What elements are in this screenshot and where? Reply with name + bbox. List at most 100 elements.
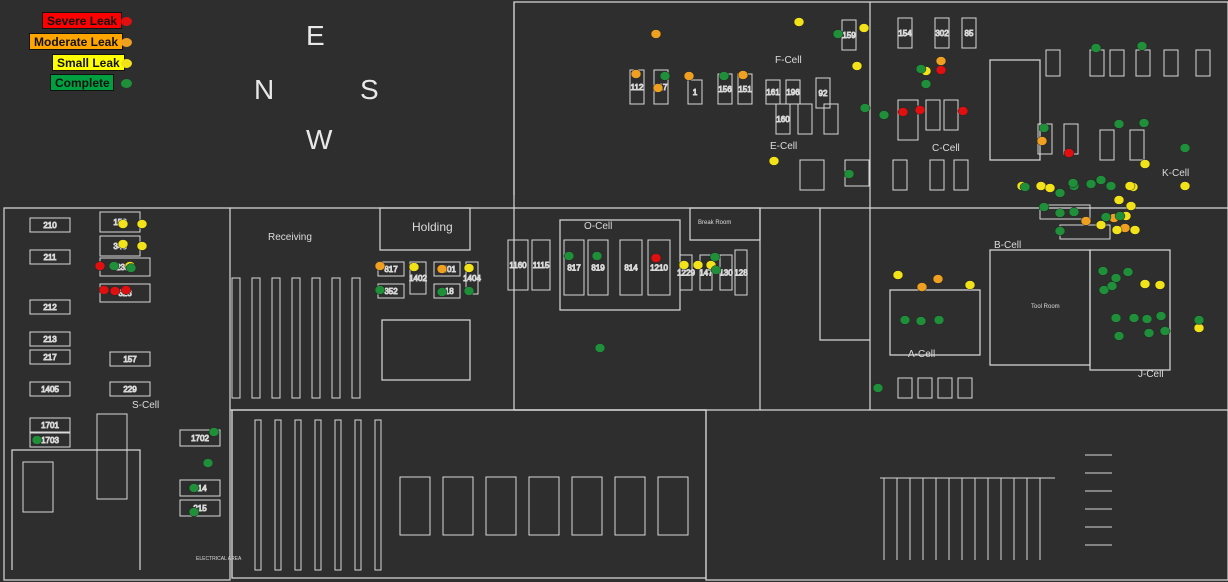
complete-leak-marker[interactable] bbox=[859, 103, 871, 113]
complete-leak-marker[interactable] bbox=[1054, 208, 1066, 218]
complete-leak-marker[interactable] bbox=[463, 286, 475, 296]
small-leak-marker[interactable] bbox=[678, 260, 690, 270]
complete-leak-marker[interactable] bbox=[718, 71, 730, 81]
small-leak-marker[interactable] bbox=[964, 280, 976, 290]
complete-leak-marker[interactable] bbox=[591, 251, 603, 261]
small-leak-marker[interactable] bbox=[892, 270, 904, 280]
complete-leak-marker[interactable] bbox=[1105, 181, 1117, 191]
complete-leak-marker[interactable] bbox=[1038, 123, 1050, 133]
complete-leak-marker[interactable] bbox=[1113, 119, 1125, 129]
complete-leak-marker[interactable] bbox=[1113, 331, 1125, 341]
complete-leak-marker[interactable] bbox=[1179, 143, 1191, 153]
complete-leak-marker[interactable] bbox=[436, 287, 448, 297]
small-leak-marker[interactable] bbox=[117, 239, 129, 249]
severe-leak-marker[interactable] bbox=[650, 253, 662, 263]
small-leak-marker[interactable] bbox=[1154, 280, 1166, 290]
moderate-leak-marker[interactable] bbox=[1036, 136, 1048, 146]
small-leak-marker[interactable] bbox=[463, 263, 475, 273]
small-leak-marker[interactable] bbox=[1113, 195, 1125, 205]
complete-leak-marker[interactable] bbox=[710, 265, 722, 275]
complete-leak-marker[interactable] bbox=[1100, 212, 1112, 222]
complete-leak-marker[interactable] bbox=[709, 252, 721, 262]
severe-leak-marker[interactable] bbox=[1063, 148, 1075, 158]
small-leak-marker[interactable] bbox=[1035, 181, 1047, 191]
severe-leak-marker[interactable] bbox=[957, 106, 969, 116]
complete-leak-marker[interactable] bbox=[1143, 328, 1155, 338]
complete-leak-marker[interactable] bbox=[920, 79, 932, 89]
complete-leak-marker[interactable] bbox=[1090, 43, 1102, 53]
complete-leak-marker[interactable] bbox=[188, 507, 200, 517]
small-leak-marker[interactable] bbox=[1193, 323, 1205, 333]
complete-leak-marker[interactable] bbox=[933, 315, 945, 325]
moderate-leak-marker[interactable] bbox=[1080, 216, 1092, 226]
complete-leak-marker[interactable] bbox=[899, 315, 911, 325]
complete-leak-marker[interactable] bbox=[843, 169, 855, 179]
small-leak-marker[interactable] bbox=[1179, 181, 1191, 191]
complete-leak-marker[interactable] bbox=[1054, 226, 1066, 236]
complete-leak-marker[interactable] bbox=[1095, 175, 1107, 185]
small-leak-marker[interactable] bbox=[1095, 220, 1107, 230]
complete-leak-marker[interactable] bbox=[915, 316, 927, 326]
complete-leak-marker[interactable] bbox=[1054, 188, 1066, 198]
complete-leak-marker[interactable] bbox=[108, 261, 120, 271]
complete-leak-marker[interactable] bbox=[1106, 281, 1118, 291]
complete-leak-marker[interactable] bbox=[878, 110, 890, 120]
severe-leak-marker[interactable] bbox=[94, 261, 106, 271]
small-leak-marker[interactable] bbox=[1124, 181, 1136, 191]
complete-leak-marker[interactable] bbox=[31, 435, 43, 445]
complete-leak-marker[interactable] bbox=[832, 29, 844, 39]
complete-leak-marker[interactable] bbox=[1098, 285, 1110, 295]
complete-leak-marker[interactable] bbox=[1138, 118, 1150, 128]
severe-leak-marker[interactable] bbox=[935, 65, 947, 75]
severe-leak-marker[interactable] bbox=[120, 285, 132, 295]
small-leak-marker[interactable] bbox=[1129, 225, 1141, 235]
severe-leak-marker[interactable] bbox=[897, 107, 909, 117]
moderate-leak-marker[interactable] bbox=[652, 83, 664, 93]
small-leak-marker[interactable] bbox=[1139, 279, 1151, 289]
complete-leak-marker[interactable] bbox=[915, 64, 927, 74]
small-leak-marker[interactable] bbox=[858, 23, 870, 33]
complete-leak-marker[interactable] bbox=[1128, 313, 1140, 323]
complete-leak-marker[interactable] bbox=[208, 427, 220, 437]
small-leak-marker[interactable] bbox=[136, 219, 148, 229]
moderate-leak-marker[interactable] bbox=[374, 261, 386, 271]
small-leak-marker[interactable] bbox=[1044, 183, 1056, 193]
small-leak-marker[interactable] bbox=[1111, 225, 1123, 235]
moderate-leak-marker[interactable] bbox=[630, 69, 642, 79]
moderate-leak-marker[interactable] bbox=[436, 264, 448, 274]
complete-leak-marker[interactable] bbox=[1085, 179, 1097, 189]
small-leak-marker[interactable] bbox=[851, 61, 863, 71]
complete-leak-marker[interactable] bbox=[1110, 313, 1122, 323]
complete-leak-marker[interactable] bbox=[1193, 315, 1205, 325]
complete-leak-marker[interactable] bbox=[872, 383, 884, 393]
complete-leak-marker[interactable] bbox=[1155, 311, 1167, 321]
complete-leak-marker[interactable] bbox=[1114, 211, 1126, 221]
small-leak-marker[interactable] bbox=[793, 17, 805, 27]
complete-leak-marker[interactable] bbox=[563, 251, 575, 261]
complete-leak-marker[interactable] bbox=[1159, 326, 1171, 336]
severe-leak-marker[interactable] bbox=[109, 286, 121, 296]
small-leak-marker[interactable] bbox=[1139, 159, 1151, 169]
severe-leak-marker[interactable] bbox=[914, 105, 926, 115]
complete-leak-marker[interactable] bbox=[1038, 202, 1050, 212]
moderate-leak-marker[interactable] bbox=[683, 71, 695, 81]
moderate-leak-marker[interactable] bbox=[916, 282, 928, 292]
complete-leak-marker[interactable] bbox=[374, 285, 386, 295]
small-leak-marker[interactable] bbox=[1125, 201, 1137, 211]
complete-leak-marker[interactable] bbox=[1136, 41, 1148, 51]
complete-leak-marker[interactable] bbox=[188, 483, 200, 493]
small-leak-marker[interactable] bbox=[136, 241, 148, 251]
small-leak-marker[interactable] bbox=[692, 260, 704, 270]
moderate-leak-marker[interactable] bbox=[935, 56, 947, 66]
small-leak-marker[interactable] bbox=[408, 262, 420, 272]
complete-leak-marker[interactable] bbox=[594, 343, 606, 353]
moderate-leak-marker[interactable] bbox=[737, 70, 749, 80]
complete-leak-marker[interactable] bbox=[1067, 178, 1079, 188]
severe-leak-marker[interactable] bbox=[98, 285, 110, 295]
complete-leak-marker[interactable] bbox=[1110, 273, 1122, 283]
moderate-leak-marker[interactable] bbox=[650, 29, 662, 39]
complete-leak-marker[interactable] bbox=[202, 458, 214, 468]
complete-leak-marker[interactable] bbox=[1122, 267, 1134, 277]
moderate-leak-marker[interactable] bbox=[932, 274, 944, 284]
complete-leak-marker[interactable] bbox=[1068, 207, 1080, 217]
